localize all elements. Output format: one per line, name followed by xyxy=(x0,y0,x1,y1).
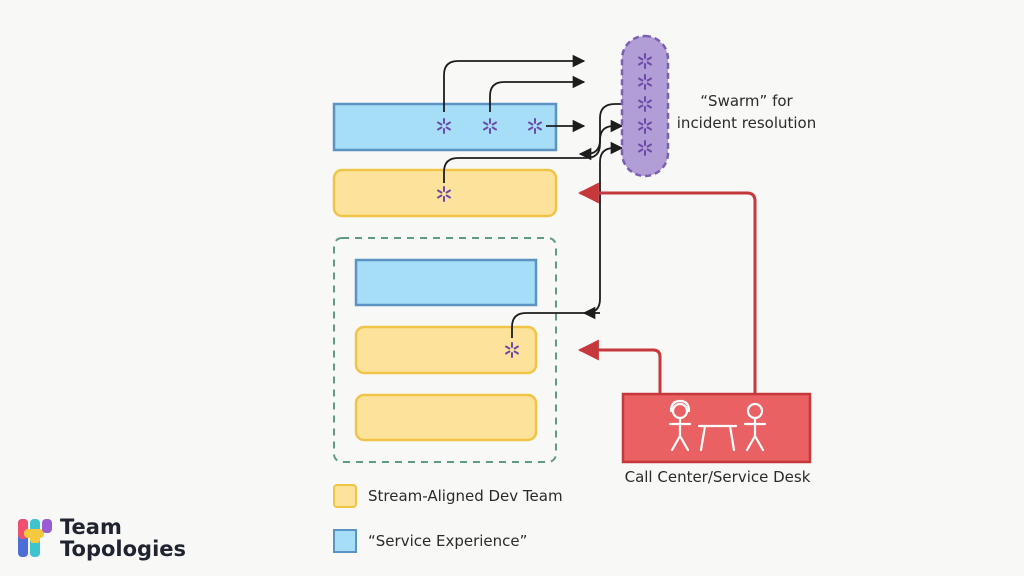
team-topologies-logo-icon xyxy=(18,519,52,557)
stream-team-box-inner-1 xyxy=(354,325,538,375)
legend-service-swatch xyxy=(333,529,357,553)
stream-team-box-top xyxy=(332,168,558,218)
swarm-label: “Swarm” for incident resolution xyxy=(664,90,829,134)
logo-wordmark-topologies: Topologies xyxy=(60,537,187,561)
call-center-arrow-top xyxy=(577,182,757,394)
connector-to-swarm-5 xyxy=(511,141,624,338)
call-center-box xyxy=(621,392,812,464)
call-center-label: Call Center/Service Desk xyxy=(624,468,811,486)
connector-to-swarm-2 xyxy=(489,75,586,112)
connector-to-swarm-1 xyxy=(443,54,586,112)
call-center-arrow-mid xyxy=(577,339,662,394)
legend-stream-swatch xyxy=(333,484,357,508)
legend-stream-label: Stream-Aligned Dev Team xyxy=(368,487,563,505)
stream-team-box-inner-2 xyxy=(354,393,538,442)
service-experience-box-top xyxy=(332,102,558,152)
service-experience-box-inner xyxy=(354,258,538,307)
legend-service-label: “Service Experience” xyxy=(368,532,528,550)
connector-from-swarm-1 xyxy=(578,103,630,161)
swarm-label-line2: incident resolution xyxy=(676,114,817,132)
swarm-label-line1: “Swarm” for xyxy=(700,92,793,110)
call-center-people-icon xyxy=(668,399,767,452)
logo-wordmark-team: Team xyxy=(60,515,122,539)
connector-to-swarm-4 xyxy=(443,119,624,183)
